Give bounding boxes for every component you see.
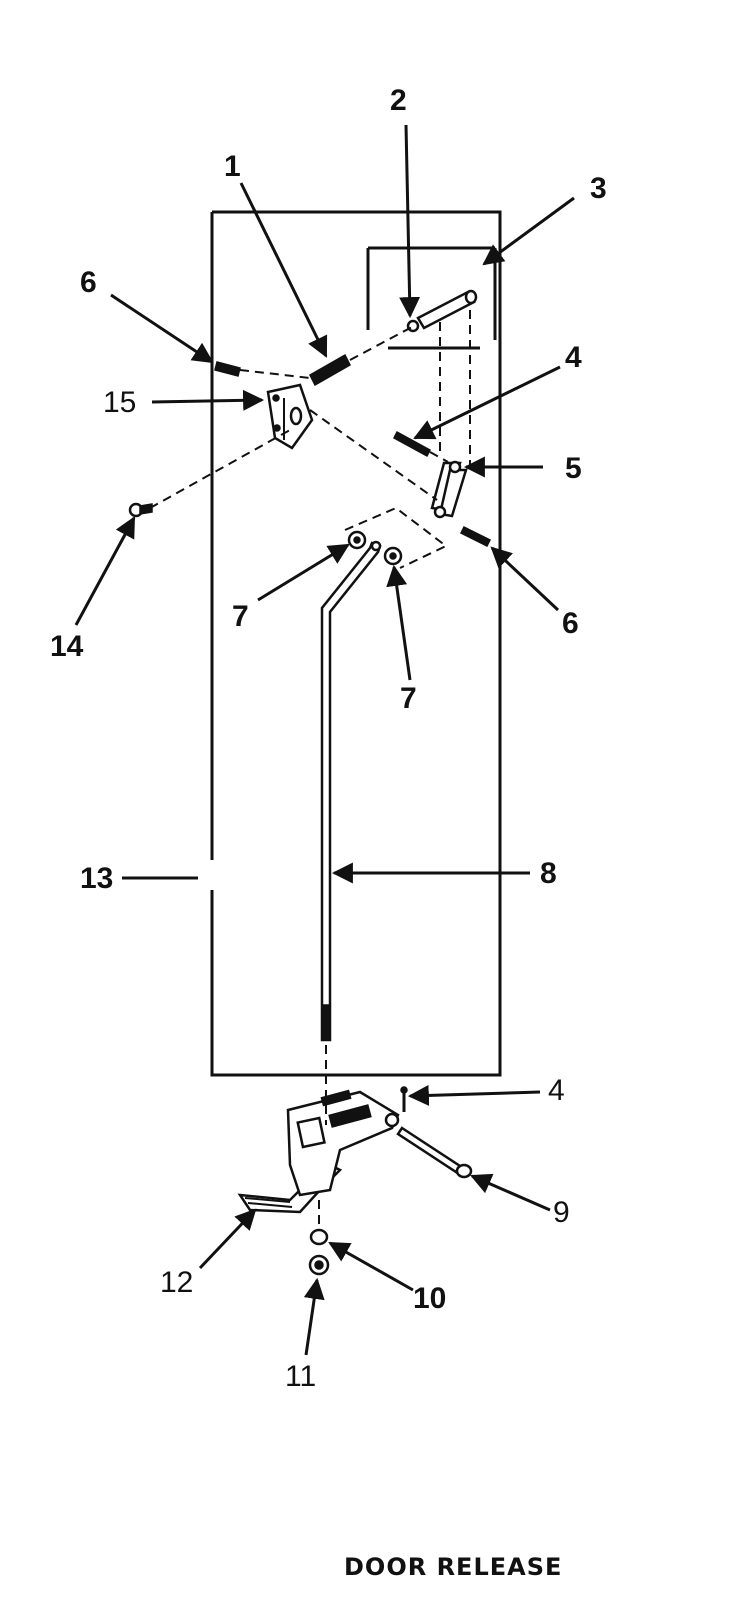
pin-part-9 [396,1126,473,1179]
nut-part-11 [308,1254,330,1276]
screw-left-part-6 [214,361,241,377]
label-part-6-left: 6 [80,266,97,299]
part-labels: 1 2 3 4 4 5 6 6 7 7 8 9 10 11 12 13 14 1… [50,84,607,1393]
label-part-2: 2 [390,84,407,117]
diagram-title: DOOR RELEASE [344,1553,562,1581]
label-part-3: 3 [590,172,607,205]
screw-upper-part-4 [393,430,431,458]
label-part-15: 15 [103,386,136,419]
pin-part-3 [416,289,478,330]
lever-part-5 [430,460,468,519]
label-part-1: 1 [224,150,241,183]
washer-part-10 [309,1228,329,1246]
spring-part-1 [309,353,351,387]
label-part-11: 11 [285,1360,316,1393]
label-part-14: 14 [50,630,84,663]
label-part-4-lower: 4 [548,1074,565,1107]
label-part-13: 13 [80,862,113,895]
washer-part-2 [406,319,420,333]
label-part-7-left: 7 [232,600,249,633]
label-part-8: 8 [540,857,557,890]
leader-lines [74,124,575,1356]
nut-left-part-7 [347,530,367,550]
door-panel [210,210,502,1077]
nut-right-part-7 [383,546,403,566]
label-part-9: 9 [553,1196,570,1229]
plate-part-15 [266,383,314,450]
label-part-5: 5 [565,452,582,485]
label-part-7-right: 7 [400,682,417,715]
rod-part-8 [320,540,382,1042]
label-part-12: 12 [160,1266,193,1299]
bracket [366,246,497,350]
label-part-10: 10 [413,1282,446,1315]
screw-right-part-6 [459,525,492,548]
assembly-lines [149,310,471,1228]
pedal-part-12 [237,1089,400,1214]
label-part-4-upper: 4 [565,341,582,374]
screw-part-14 [128,502,153,518]
pin-lower-part-4 [400,1086,408,1112]
label-part-6-right: 6 [562,607,579,640]
